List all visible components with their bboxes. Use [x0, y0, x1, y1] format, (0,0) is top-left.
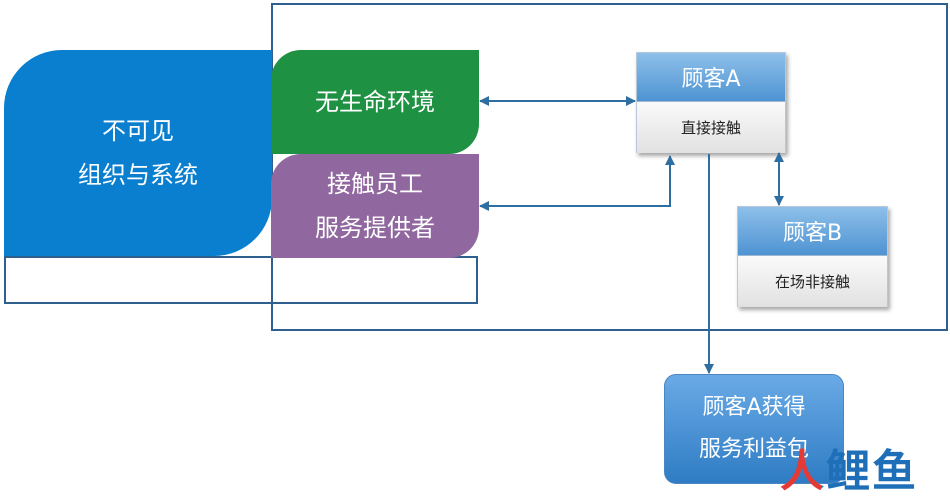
outcome-line2: 服务利益包 [698, 437, 809, 462]
customer-b-card: 顾客B 在场非接触 [737, 206, 888, 307]
invisible-org-shape: 不可见 组织与系统 [4, 50, 272, 256]
contact-staff-line1: 接触员工 [327, 170, 423, 198]
customer-b-subtitle: 在场非接触 [738, 256, 887, 307]
outcome-shape: 顾客A获得 服务利益包 [664, 374, 844, 484]
watermark-text: 人鲤鱼 [780, 446, 918, 497]
watermark-logo: 人鲤鱼 [780, 435, 950, 497]
contact-staff-shape: 接触员工 服务提供者 [271, 154, 479, 258]
customer-b-title: 顾客B [738, 207, 887, 256]
invisible-org-line2: 组织与系统 [78, 161, 198, 189]
connector-arrows [479, 96, 784, 374]
outcome-line1: 顾客A获得 [702, 395, 806, 420]
service-delivery-frame [271, 3, 948, 331]
inanimate-environment-label: 无生命环境 [315, 88, 435, 116]
contact-staff-line2: 服务提供者 [315, 214, 435, 242]
organization-frame [4, 256, 478, 304]
arrow-staff-customer-a [479, 155, 675, 211]
inanimate-environment-shape: 无生命环境 [271, 50, 479, 154]
invisible-org-line1: 不可见 [102, 117, 174, 145]
customer-a-card: 顾客A 直接接触 [636, 52, 786, 153]
customer-a-subtitle: 直接接触 [637, 102, 785, 153]
customer-a-title: 顾客A [637, 53, 785, 102]
